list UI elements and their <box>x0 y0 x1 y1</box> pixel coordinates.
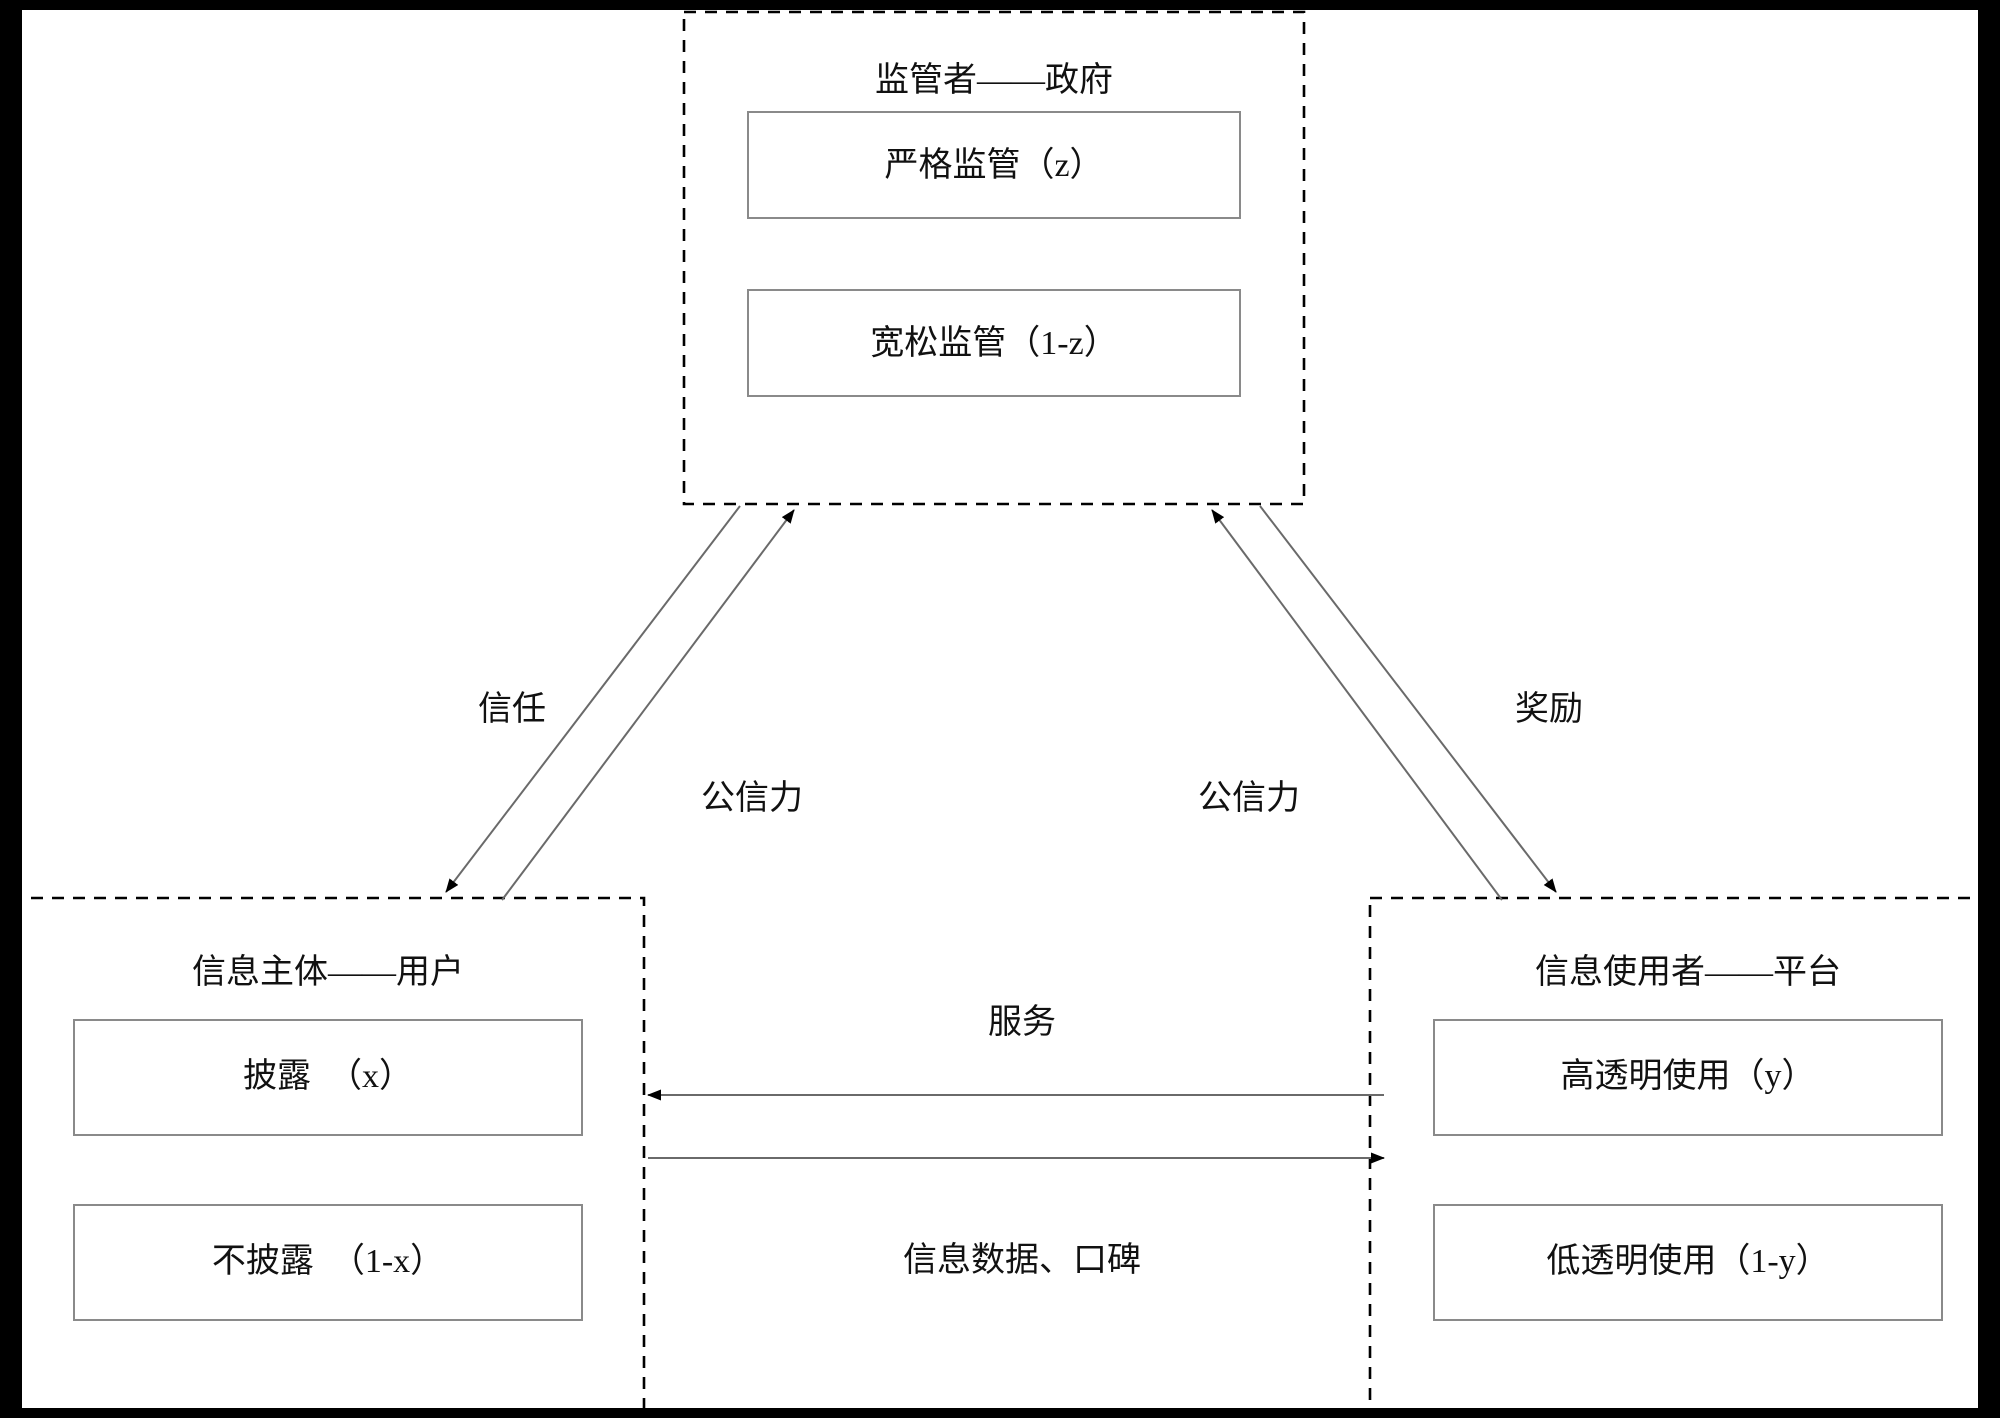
group-title-regulator: 监管者——政府 <box>875 62 1113 99</box>
strategy-label-not-disclose: 不披露 （1-x） <box>211 1243 445 1280</box>
diagram-vector-layer <box>22 10 1978 1408</box>
edge-label-reward: 奖励 <box>1515 691 1583 728</box>
strategy-label-loose-regulation: 宽松监管（1-z） <box>870 325 1118 362</box>
group-title-information-subject: 信息主体——用户 <box>192 954 464 991</box>
strategy-label-strict-regulation: 严格监管（z） <box>884 147 1104 184</box>
edge-label-data-reputation: 信息数据、口碑 <box>903 1242 1141 1279</box>
edge-label-service: 服务 <box>988 1004 1056 1041</box>
strategy-label-high-transparency: 高透明使用（y） <box>1560 1058 1816 1095</box>
strategy-label-disclose: 披露 （x） <box>243 1058 413 1095</box>
strategy-label-low-transparency: 低透明使用（1-y） <box>1546 1243 1830 1280</box>
edge-label-credibility-right: 公信力 <box>1198 780 1300 817</box>
edge-label-trust: 信任 <box>478 691 546 728</box>
group-title-information-user: 信息使用者——平台 <box>1535 954 1841 991</box>
diagram-canvas: 监管者——政府 严格监管（z） 宽松监管（1-z） 信息主体——用户 披露 （x… <box>22 10 1978 1408</box>
edge-label-credibility-left: 公信力 <box>701 780 803 817</box>
